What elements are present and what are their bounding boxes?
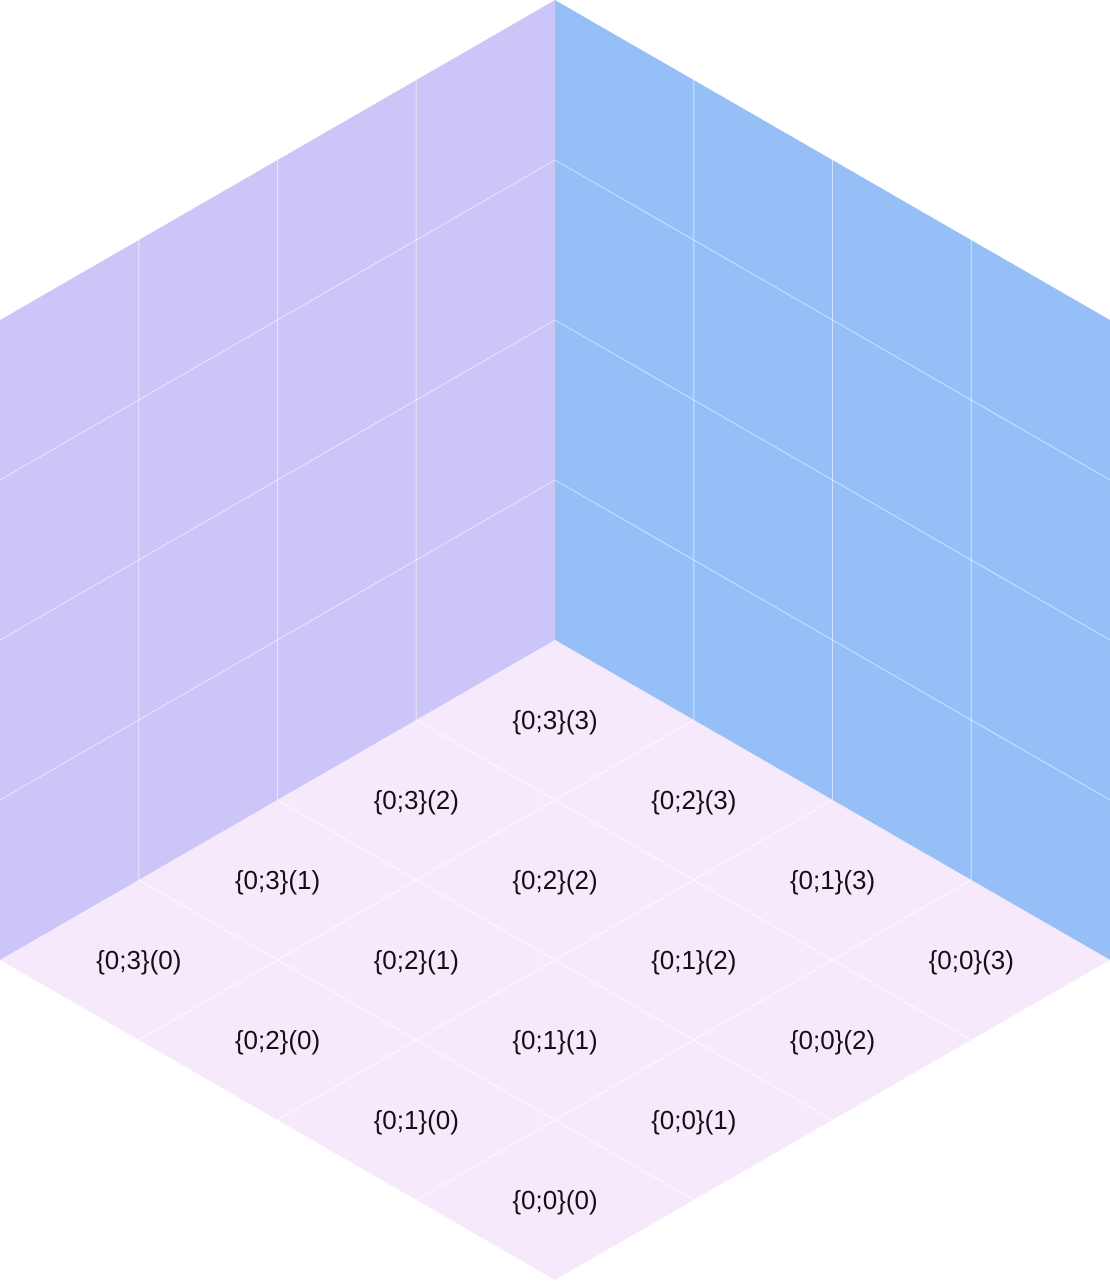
floor-labels: {0;0}(0) {0;0}(1) {0;0}(2) {0;0}(3) {0;1}(0)… — [96, 705, 1014, 1215]
floor-cell-label: {0;3}(1) — [235, 865, 320, 895]
floor-cell-label: {0;3}(0) — [96, 945, 181, 975]
floor-cell-label: {0;0}(0) — [512, 1185, 597, 1215]
right-wall-grid-line — [554, 479, 1110, 801]
floor-cell-label: {0;1}(1) — [512, 1025, 597, 1055]
floor-cell-label: {0;3}(2) — [374, 785, 459, 815]
floor-cell-label: {0;1}(3) — [790, 865, 875, 895]
left-wall-grid-line — [0, 319, 556, 641]
floor-cell-label: {0;2}(3) — [651, 785, 736, 815]
floor-grid-line — [277, 799, 833, 1121]
right-wall-grid-line — [554, 319, 1110, 641]
floor-grid-line — [416, 879, 972, 1201]
floor-cell-label: {0;2}(1) — [374, 945, 459, 975]
floor-grid-line — [138, 879, 694, 1201]
floor-cell-label: {0;3}(3) — [512, 705, 597, 735]
floor-cell-label: {0;2}(2) — [512, 865, 597, 895]
floor-cell-label: {0;0}(3) — [929, 945, 1014, 975]
floor — [0, 640, 1110, 1280]
left-wall-grid-line — [0, 479, 556, 801]
right-wall-grid-line — [554, 159, 1110, 481]
floor-cell-label: {0;0}(1) — [651, 1105, 736, 1135]
floor-cell-label: {0;1}(2) — [651, 945, 736, 975]
floor-cell-label: {0;1}(0) — [374, 1105, 459, 1135]
left-wall-grid-line — [0, 159, 556, 481]
floor-cell-label: {0;0}(2) — [790, 1025, 875, 1055]
floor-cell-label: {0;2}(0) — [235, 1025, 320, 1055]
